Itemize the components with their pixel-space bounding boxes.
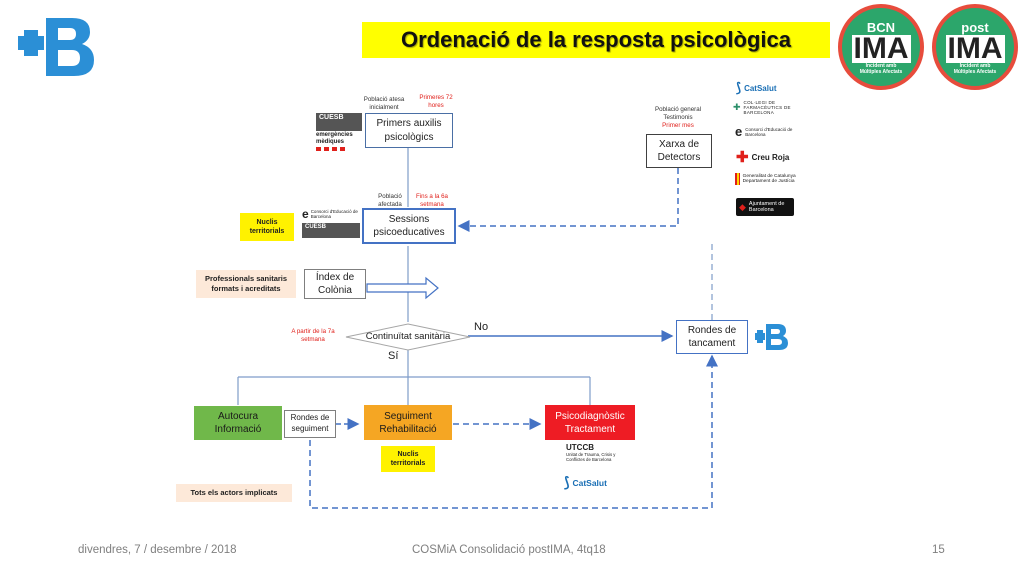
- page-title: Ordenació de la resposta psicològica: [362, 22, 830, 58]
- badge-top: BCN: [866, 19, 896, 35]
- consorci-text: Consorci d'Educació de Barcelona: [310, 209, 358, 219]
- sessions-node: Sessions psicoeducatives: [362, 208, 456, 244]
- cuesb-text: CUESB: [316, 113, 362, 131]
- footer-date: divendres, 7 / desembre / 2018: [78, 544, 237, 556]
- apartir-7a-label: A partir de la 7a setmana: [291, 328, 335, 344]
- poblacio-afectada-label: Població afectada: [378, 193, 402, 209]
- xarxa-detectors-node: Xarxa de Detectors: [646, 134, 712, 168]
- farmaceutics-logo: ✚ COL·LEGI DE FARMACÈUTICS DE BARCELONA: [733, 100, 791, 115]
- block-arrow: [366, 276, 439, 300]
- badge-main: IMA: [851, 31, 911, 65]
- decision-diamond: [345, 323, 471, 351]
- bcn-ima-badge: BCN IMA Incident amb Múltiples Afectats: [838, 4, 924, 90]
- nuclis-territorials-note: Nuclis territorials: [240, 213, 294, 241]
- emergencies-text: emergències mèdiques: [316, 132, 353, 145]
- seguiment-node: Seguiment Rehabilitació: [364, 405, 452, 440]
- consorci-logo: e Consorci d'Educació de Barcelona: [735, 124, 793, 139]
- badge-top: post: [961, 19, 989, 35]
- ajuntament-logo: ◆ Ajuntament de Barcelona: [736, 198, 794, 216]
- tots-actors-note: Tots els actors implicats: [176, 484, 292, 502]
- bottom-loop-arrow: [309, 354, 718, 509]
- barcelona-b-logo: [18, 18, 94, 76]
- continuitat-node: Continuïtat sanitària: [365, 331, 451, 342]
- page-number: 15: [932, 544, 945, 556]
- creu-roja-logo: ✚ Creu Roja: [736, 149, 790, 166]
- red-cross-icon: ✚: [736, 149, 749, 166]
- primer-mes-label: Primer mes: [662, 122, 694, 129]
- badge-sub: Múltiples Afectats: [953, 68, 997, 75]
- cuesb-logo: CUESB emergències mèdiques: [316, 113, 362, 151]
- senyera-icon: [735, 173, 740, 185]
- primeres-72-label: Primeres 72 hores: [419, 94, 453, 110]
- cross-icon: ✚: [733, 102, 741, 112]
- nuclis-territorials-note: Nuclis territorials: [381, 446, 435, 472]
- poblacio-general-label: Població general Testimonis: [654, 106, 702, 122]
- psicodiagnostic-node: Psicodiagnòstic Tractament: [545, 405, 635, 440]
- catsalut-logo: ⟆ CatSalut: [564, 474, 607, 490]
- justicia-logo: Generalitat de Catalunya Departament de …: [735, 173, 797, 185]
- badge-main: IMA: [945, 31, 1005, 65]
- rondes-tancament-node: Rondes de tancament: [676, 320, 748, 354]
- fins-6a-label: Fins a la 6a setmana: [416, 193, 448, 209]
- si-label: Sí: [388, 350, 399, 362]
- post-ima-badge: post IMA Incident amb Múltiples Afectats: [932, 4, 1018, 90]
- cuesb-text: CUESB: [302, 223, 360, 238]
- poblacio-atesa-label: Població atesa inicialment: [363, 96, 405, 112]
- utccb-logo: UTCCB Unitat de Trauma, Crisis y Conflic…: [566, 443, 616, 462]
- catsalut-icon: ⟆: [736, 80, 742, 95]
- barcelona-b-logo: [755, 324, 788, 350]
- badge-sub: Incident amb: [959, 62, 991, 69]
- professionals-note: Professionals sanitaris formats i acredi…: [196, 270, 296, 298]
- badge-sub: Incident amb: [865, 62, 897, 69]
- no-label: No: [474, 321, 489, 333]
- primers-auxilis-node: Primers auxilis psicològics: [365, 113, 453, 148]
- shield-icon: ◆: [739, 201, 746, 212]
- footer-center: COSMiA Consolidació postIMA, 4tq18: [412, 544, 606, 556]
- rondes-seguiment-node: Rondes de seguiment: [284, 410, 336, 438]
- autocura-node: Autocura Informació: [194, 406, 282, 440]
- badge-sub: Múltiples Afectats: [859, 68, 903, 75]
- consorci-logo: e Consorci d'Educació de Barcelona CUESB: [302, 207, 360, 243]
- catsalut-icon: ⟆: [564, 474, 570, 490]
- index-colonia-node: Índex de Colònia: [304, 269, 366, 299]
- catsalut-logo: ⟆ CatSalut: [736, 80, 777, 95]
- xarxa-to-sessions-arrow: [457, 168, 679, 232]
